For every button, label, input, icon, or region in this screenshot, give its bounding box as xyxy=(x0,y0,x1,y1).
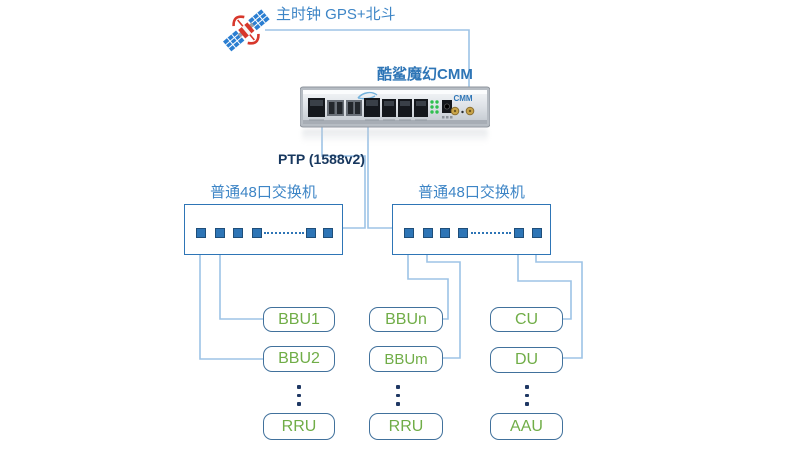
line-satellite-to-cmm xyxy=(265,29,470,106)
satellite-icon xyxy=(222,9,270,52)
node-box-du: DU xyxy=(490,347,563,373)
node-box-rru-2: RRU xyxy=(369,413,443,440)
node-box-bbu1: BBU1 xyxy=(263,307,335,332)
switch-port xyxy=(323,228,333,238)
switch-port xyxy=(423,228,433,238)
node-box-bbum: BBUm xyxy=(369,346,443,372)
switch-port xyxy=(514,228,524,238)
node-box-bbu2: BBU2 xyxy=(263,346,335,372)
switch-port xyxy=(215,228,225,238)
vertical-ellipsis xyxy=(297,385,301,411)
line-leftswitch-to-bbu1 xyxy=(219,255,263,320)
left-switch-title: 普通48口交换机 xyxy=(210,184,317,201)
switch-port xyxy=(306,228,316,238)
master-clock-label: 主时钟 GPS+北斗 xyxy=(276,6,396,23)
vertical-ellipsis xyxy=(525,385,529,411)
node-box-aau: AAU xyxy=(490,413,563,440)
ports-ellipsis-dotted-line xyxy=(264,232,304,234)
right-switch-title: 普通48口交换机 xyxy=(418,184,525,201)
device-cmm-print: CMM xyxy=(453,94,472,103)
device-ports xyxy=(308,98,428,121)
left-switch xyxy=(184,204,343,255)
line-leftswitch-to-bbu2 xyxy=(199,255,263,360)
node-box-rru-1: RRU xyxy=(263,413,335,440)
switch-port xyxy=(458,228,468,238)
line-cmm-to-left-switch xyxy=(321,126,366,229)
node-box-cu: CU xyxy=(490,307,563,332)
device-leds xyxy=(430,100,439,114)
line-rightswitch-to-bbun xyxy=(407,255,449,320)
switch-port xyxy=(196,228,206,238)
ptp-label: PTP (1588v2) xyxy=(278,151,365,167)
right-switch xyxy=(392,204,551,255)
line-rightswitch-to-du xyxy=(535,255,583,359)
switch-port xyxy=(233,228,243,238)
switch-port xyxy=(252,228,262,238)
ports-ellipsis-dotted-line xyxy=(471,232,511,234)
line-rightswitch-to-bbum xyxy=(426,255,461,359)
line-rightswitch-to-cu xyxy=(517,255,572,320)
vertical-ellipsis xyxy=(396,385,400,411)
line-cmm-to-right-switch xyxy=(367,126,392,229)
switch-port xyxy=(440,228,450,238)
switch-port xyxy=(532,228,542,238)
device-reflection xyxy=(302,129,488,143)
cmm-label: 酷鲨魔幻CMM xyxy=(377,66,473,83)
cmm-device-image: CMM xyxy=(300,86,490,128)
switch-port xyxy=(404,228,414,238)
node-box-bbun: BBUn xyxy=(369,307,443,332)
